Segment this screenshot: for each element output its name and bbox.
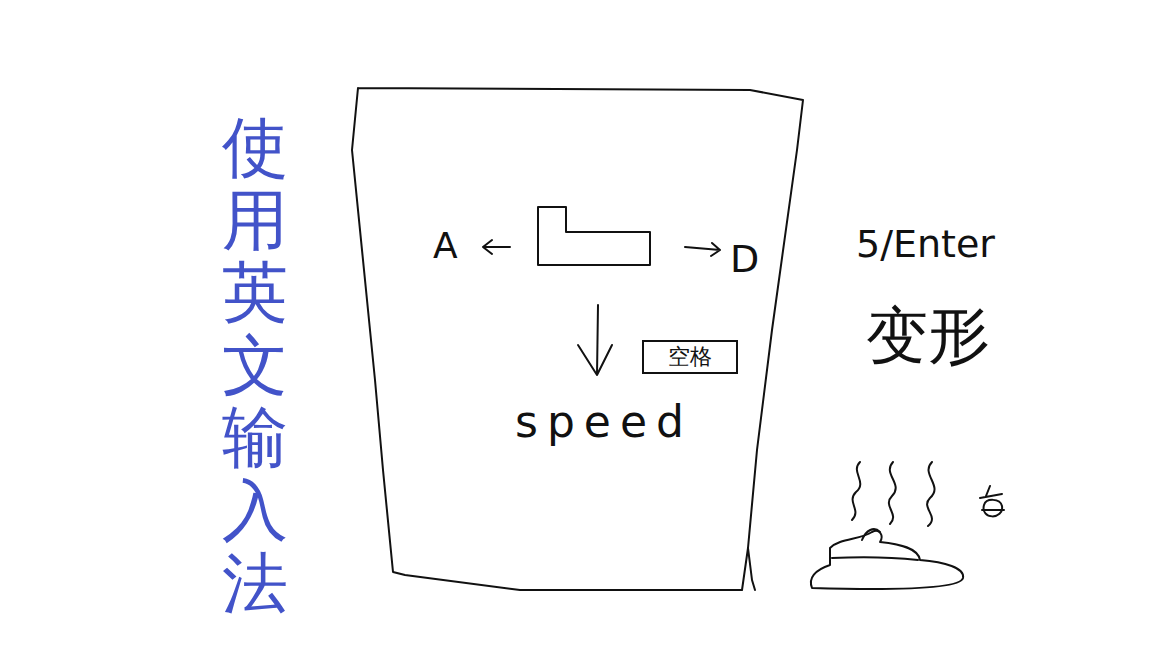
action-label: 变形 bbox=[866, 305, 990, 367]
doodle bbox=[980, 486, 1004, 516]
speed-label: speed bbox=[515, 400, 693, 444]
key-label: A bbox=[433, 228, 458, 264]
steam bbox=[852, 462, 860, 520]
steam bbox=[889, 462, 896, 524]
key-box: 空格 bbox=[642, 340, 738, 374]
key-label: 5/Enter bbox=[856, 225, 995, 263]
field-corner bbox=[748, 548, 755, 590]
right-arrow bbox=[685, 243, 720, 256]
pile-line bbox=[832, 557, 918, 560]
left-arrow bbox=[483, 240, 510, 254]
play-field bbox=[352, 88, 803, 590]
key-label: D bbox=[730, 240, 759, 278]
pile-top bbox=[862, 529, 880, 540]
steam bbox=[927, 462, 934, 526]
vertical-note: 使用英文输入法 bbox=[222, 112, 288, 620]
pile bbox=[811, 531, 963, 589]
key-text: 空格 bbox=[668, 346, 712, 368]
down-arrow bbox=[578, 305, 612, 375]
tetromino bbox=[538, 207, 650, 265]
